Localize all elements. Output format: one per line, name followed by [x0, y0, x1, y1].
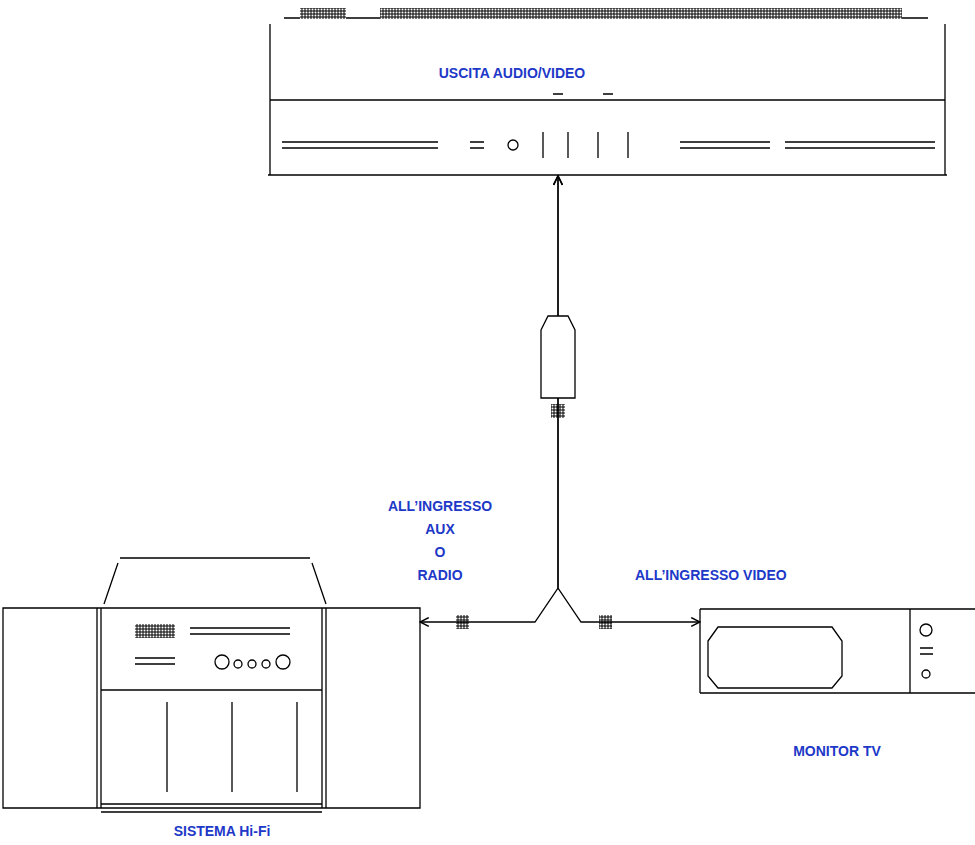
- plug-ring: [551, 404, 565, 418]
- tv-button: [920, 648, 933, 654]
- plug-ring: [599, 615, 612, 629]
- plug-ring: [456, 615, 469, 629]
- vcr-vent: [300, 8, 346, 19]
- vcr-buttons: [680, 142, 935, 148]
- vcr-buttons: [282, 142, 484, 148]
- hifi-drawing: [3, 558, 420, 812]
- tv-case: [700, 609, 975, 693]
- tv-knob: [922, 670, 930, 678]
- vcr-sides: [270, 24, 945, 175]
- cable-plugs: [456, 316, 612, 629]
- cable: [558, 176, 700, 622]
- hifi-case: [3, 608, 420, 808]
- hifi-buttons: [135, 628, 290, 664]
- vcr-slot: [543, 132, 628, 158]
- vcr-knob: [508, 140, 518, 150]
- device-box: MONITOR TV: [700, 609, 975, 693]
- tv-screen: [708, 627, 842, 688]
- vcr-divider: [270, 94, 945, 100]
- hifi-display: [135, 624, 175, 638]
- connection-label: ALL’INGRESSO VIDEO: [635, 564, 787, 587]
- device-label: MONITOR TV: [793, 740, 881, 763]
- vcr-vent: [380, 8, 902, 19]
- hifi-knob: [234, 660, 242, 668]
- device-label: SISTEMA Hi-Fi: [174, 820, 271, 843]
- device-box: USCITA AUDIO/VIDEO: [268, 18, 945, 176]
- hifi-knob: [276, 655, 290, 669]
- hifi-lid: [104, 558, 326, 604]
- device-box: SISTEMA Hi-Fi: [3, 608, 420, 808]
- connection-label: ALL’INGRESSO AUX O RADIO: [365, 495, 515, 587]
- hifi-knob: [262, 660, 270, 668]
- plug-body: [541, 316, 575, 398]
- hifi-knob: [215, 655, 229, 669]
- hifi-divider: [101, 689, 322, 690]
- vcr-drawing: [268, 8, 947, 175]
- vcr-bottom: [268, 174, 947, 175]
- hifi-panels: [167, 702, 297, 792]
- hifi-knob: [248, 660, 256, 668]
- tv-drawing: [700, 609, 975, 693]
- hifi-frame: [97, 608, 326, 808]
- hifi-base: [101, 804, 322, 812]
- tv-knob: [920, 624, 932, 636]
- device-label: USCITA AUDIO/VIDEO: [439, 62, 586, 85]
